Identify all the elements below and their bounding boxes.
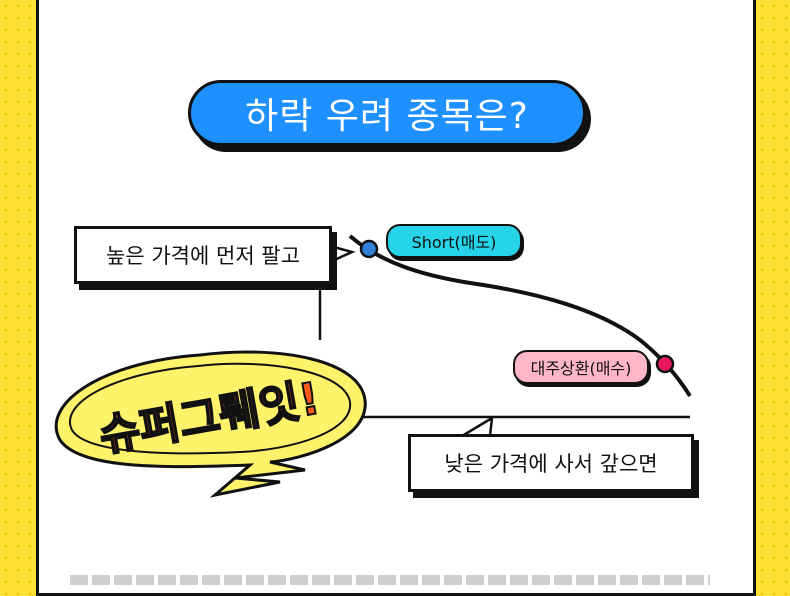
callout-sell-high: 높은 가격에 먼저 팔고 [74, 226, 332, 284]
cover-tag: 대주상환(매수) [513, 350, 649, 384]
title-pill: 하락 우려 종목은? [188, 80, 586, 146]
burst-balloon: 슈퍼그뤠잇! [54, 350, 367, 498]
cover-point-dot [655, 354, 675, 374]
short-tag: Short(매도) [386, 224, 522, 258]
callout-buy-low-text: 낮은 가격에 사서 갚으면 [444, 452, 658, 476]
callout-tail-top [328, 244, 356, 264]
cover-tag-label: 대주상환(매수) [530, 359, 632, 378]
short-tag-label: Short(매도) [411, 233, 497, 252]
short-point-dot [359, 239, 379, 259]
dashed-divider [70, 575, 710, 585]
callout-buy-low: 낮은 가격에 사서 갚으면 [408, 434, 694, 492]
callout-sell-high-text: 높은 가격에 먼저 팔고 [106, 244, 300, 268]
page-title: 하락 우려 종목은? [245, 96, 529, 137]
